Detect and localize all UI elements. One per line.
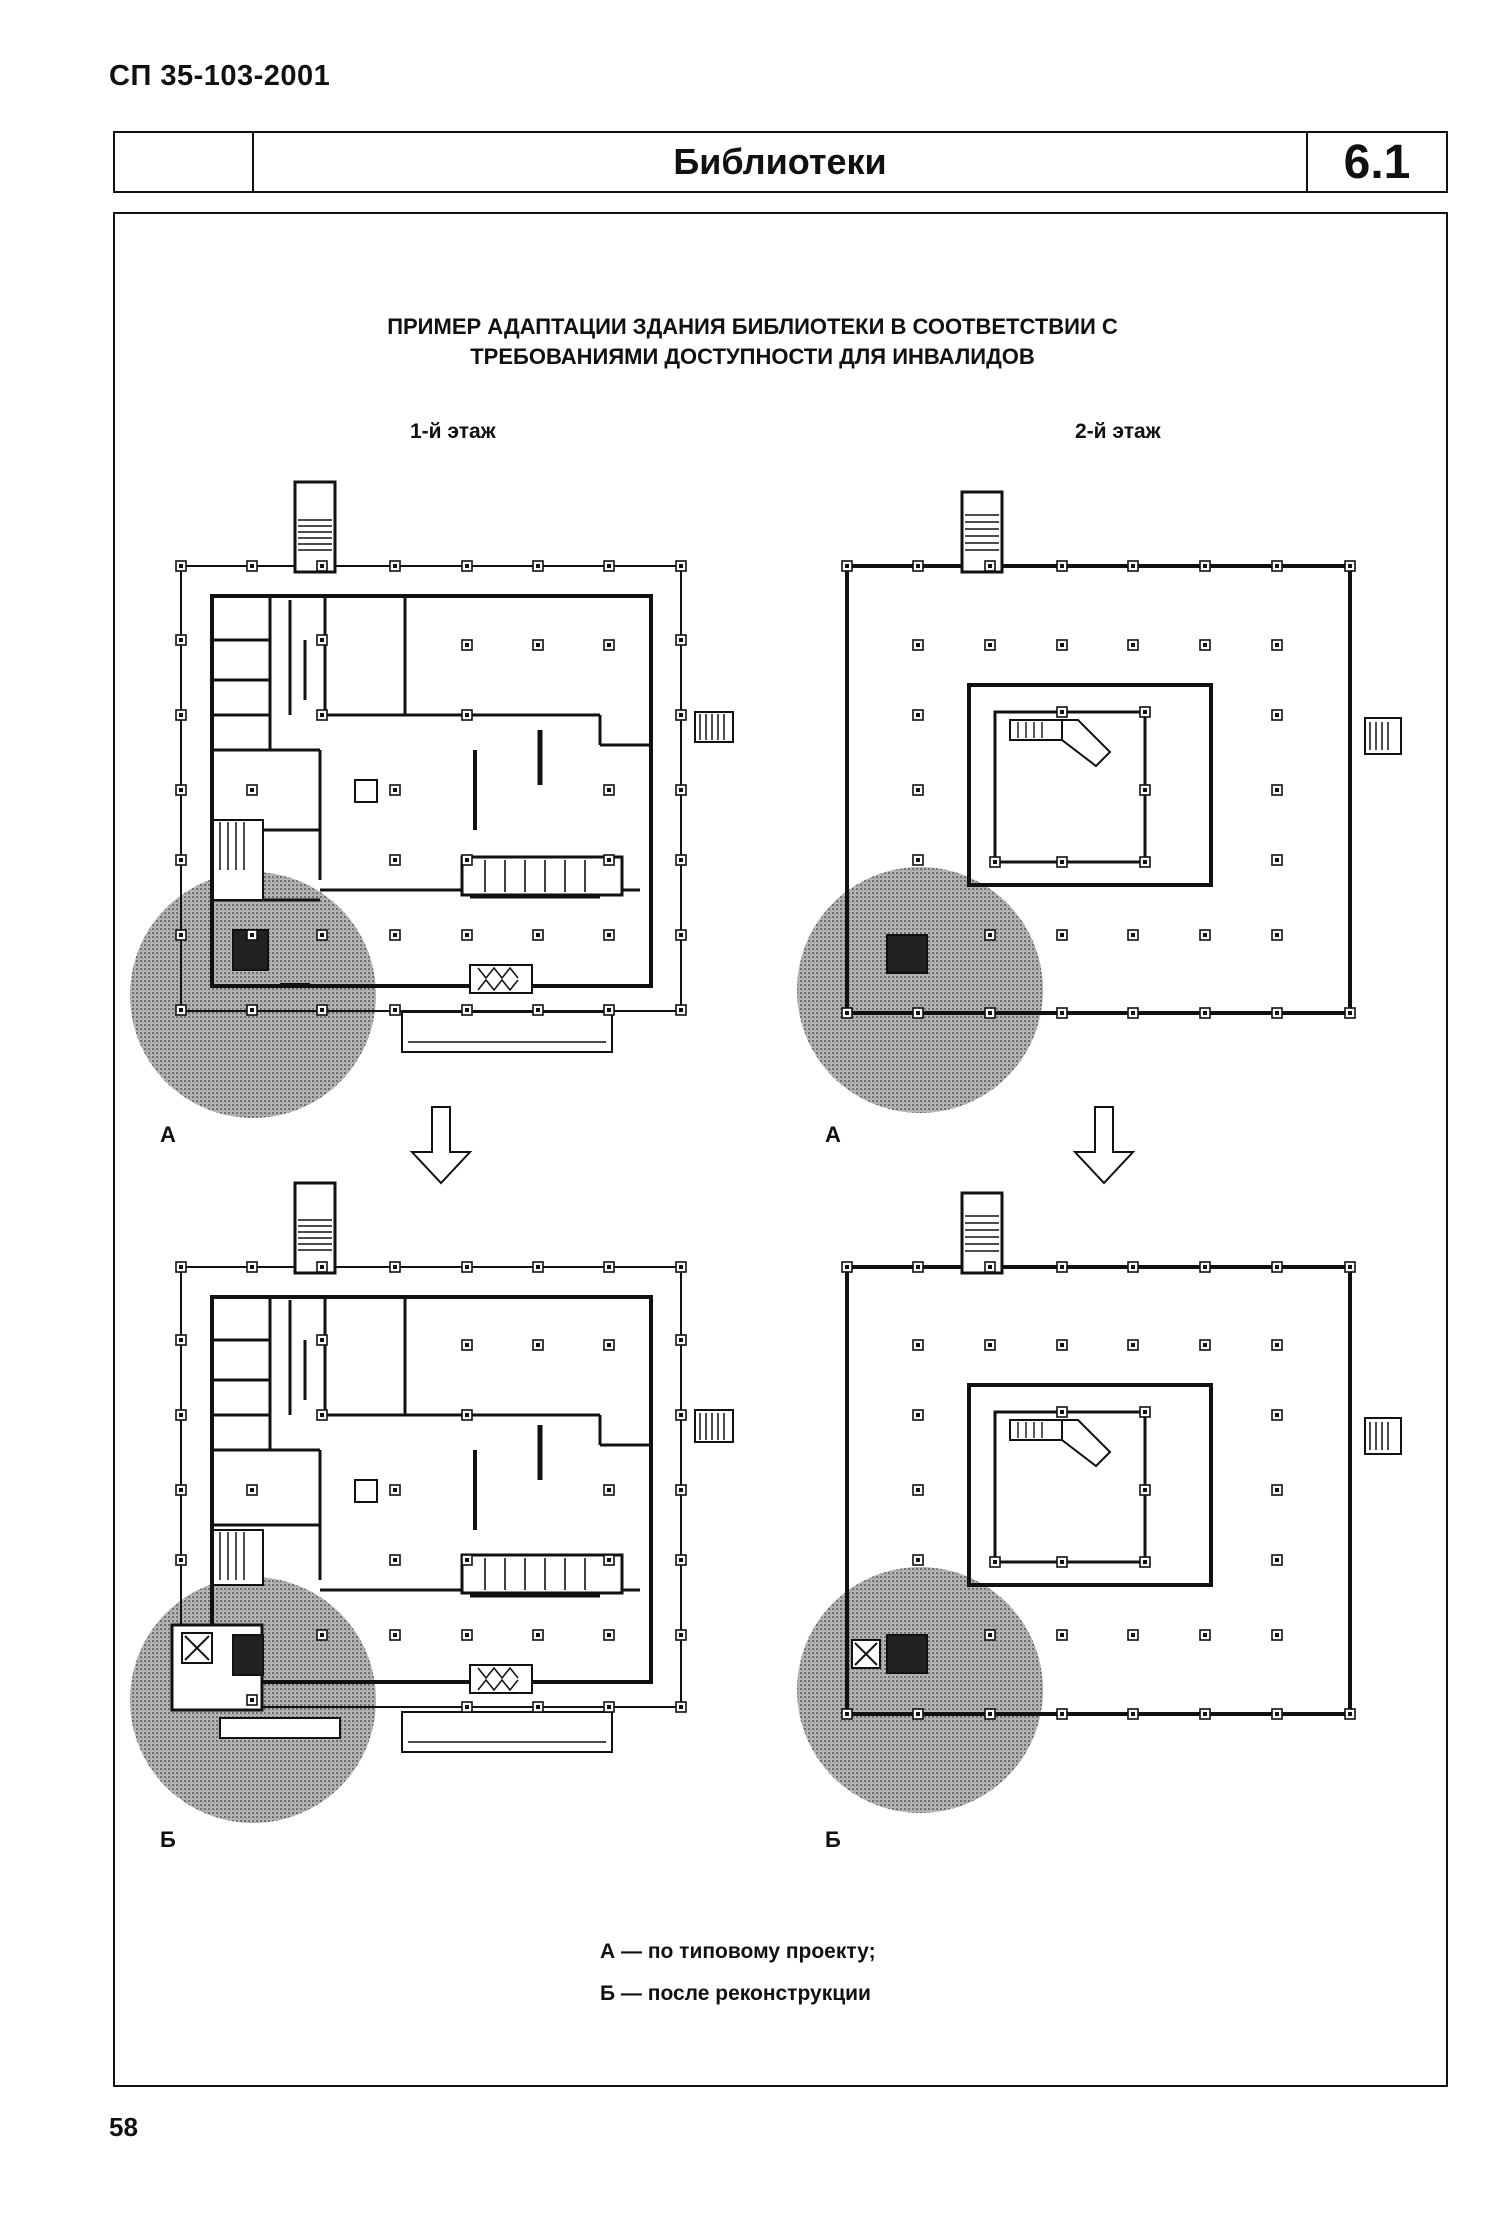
figure-title: ПРИМЕР АДАПТАЦИИ ЗДАНИЯ БИБЛИОТЕКИ В СОО… xyxy=(0,312,1505,372)
legend-a: А — по типовому проекту; xyxy=(600,1940,876,1963)
plan-letter-floor2-b: Б xyxy=(825,1827,841,1852)
page-number: 58 xyxy=(109,2112,138,2142)
legend-b: Б — после реконструкции xyxy=(600,1982,871,2005)
plan-letter-floor1-a: А xyxy=(160,1122,176,1147)
down-arrow-icon xyxy=(409,1106,473,1185)
plan-floor1-a xyxy=(130,480,734,1118)
plan-floor2-a xyxy=(797,490,1402,1113)
figure-title-line-2: ТРЕБОВАНИЯМИ ДОСТУПНОСТИ ДЛЯ ИНВАЛИДОВ xyxy=(470,344,1035,369)
plan-floor2-b xyxy=(797,1191,1402,1813)
title-block-left-cell xyxy=(115,133,254,191)
title-block: Библиотеки 6.1 xyxy=(113,131,1448,193)
floor-1-label: 1-й этаж xyxy=(410,420,496,443)
content-frame xyxy=(113,212,1448,2087)
down-arrows xyxy=(409,1106,1136,1185)
document-code: СП 35-103-2001 xyxy=(109,60,331,92)
plan-letter-floor1-b: Б xyxy=(160,1827,176,1852)
plan-letter-floor2-a: А xyxy=(825,1122,841,1147)
section-title: Библиотеки xyxy=(254,133,1308,191)
floor-2-label: 2-й этаж xyxy=(1075,420,1161,443)
accessibility-zone-highlight xyxy=(797,867,1043,1113)
down-arrow-icon xyxy=(1072,1106,1136,1185)
accessibility-zone-highlight xyxy=(797,1567,1043,1813)
section-number: 6.1 xyxy=(1343,135,1411,189)
plan-floor1-b xyxy=(130,1181,734,1823)
figure-title-line-1: ПРИМЕР АДАПТАЦИИ ЗДАНИЯ БИБЛИОТЕКИ В СОО… xyxy=(387,314,1118,339)
accessibility-zone-highlight xyxy=(130,872,376,1118)
